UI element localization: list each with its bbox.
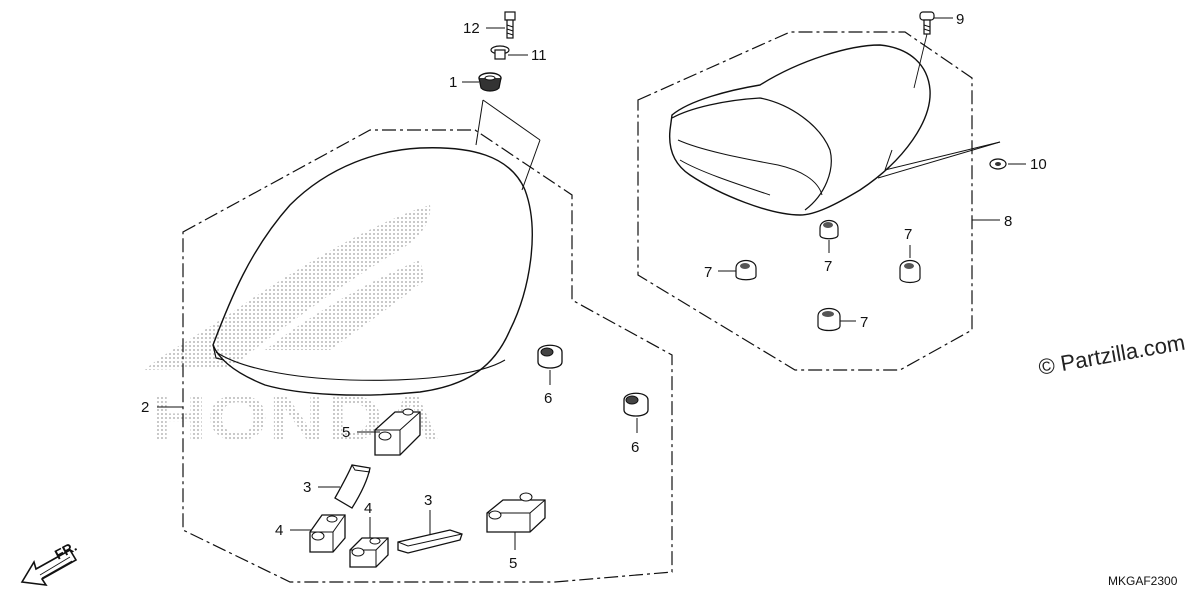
rear-seat-boundary [637, 31, 973, 371]
bolt-part-12: 12 [463, 11, 516, 39]
callout-12: 12 [463, 20, 480, 37]
spacer-part-3-center: 3 [397, 492, 463, 554]
callout-6-upper: 6 [544, 390, 552, 407]
callout-group-2: 2 [141, 399, 183, 416]
callout-7-top: 7 [824, 258, 832, 275]
rubber-block-part-5-upper: 5 [342, 408, 421, 456]
callout-1: 1 [449, 74, 457, 91]
callout-5-lower: 5 [509, 555, 517, 572]
callout-3-center: 3 [424, 492, 432, 509]
callout-9: 9 [956, 11, 964, 28]
copyright-text: © Partzilla.com [1037, 330, 1187, 380]
callout-7-left: 7 [704, 264, 712, 281]
cushion-part-6-upper: 6 [537, 344, 563, 407]
callout-2: 2 [141, 399, 149, 416]
front-arrow-icon [20, 548, 78, 587]
callout-group-8: 8 [972, 213, 1012, 230]
callout-10: 10 [1030, 156, 1047, 173]
callout-4-left: 4 [275, 522, 283, 539]
callout-6-lower: 6 [631, 439, 639, 456]
rear-seat [668, 44, 931, 216]
callout-11: 11 [531, 47, 547, 64]
rubber-block-part-4-center: 4 [349, 500, 389, 568]
rubber-block-part-4-left: 4 [275, 514, 346, 553]
grommet-part-1: 1 [449, 72, 502, 92]
bolt-part-9: 9 [913, 11, 964, 89]
rubber-block-part-5-lower: 5 [486, 492, 546, 572]
callout-7-bottom: 7 [860, 314, 868, 331]
honda-wing-logo [145, 205, 431, 370]
callout-3-left: 3 [303, 479, 311, 496]
cushion-part-7-right: 7 [899, 226, 921, 284]
callout-5-upper: 5 [342, 424, 350, 441]
cushion-part-7-top: 7 [819, 219, 839, 275]
cushion-part-7-left: 7 [704, 259, 757, 281]
collar-part-11: 11 [490, 45, 547, 64]
cushion-part-6-lower: 6 [623, 392, 649, 456]
front-seat-boundary [182, 129, 673, 583]
nut-part-10: 10 [877, 141, 1047, 179]
callout-7-right: 7 [904, 226, 912, 243]
callout-8: 8 [1004, 213, 1012, 230]
leader-lines-part-1 [475, 99, 541, 191]
cushion-part-7-bottom: 7 [817, 307, 868, 332]
callout-4-center: 4 [364, 500, 372, 517]
front-seat [212, 147, 533, 396]
spacer-part-3-left: 3 [303, 464, 371, 509]
diagram-code: MKGAF2300 [1108, 574, 1178, 588]
front-direction-indicator: FR. [20, 538, 79, 587]
